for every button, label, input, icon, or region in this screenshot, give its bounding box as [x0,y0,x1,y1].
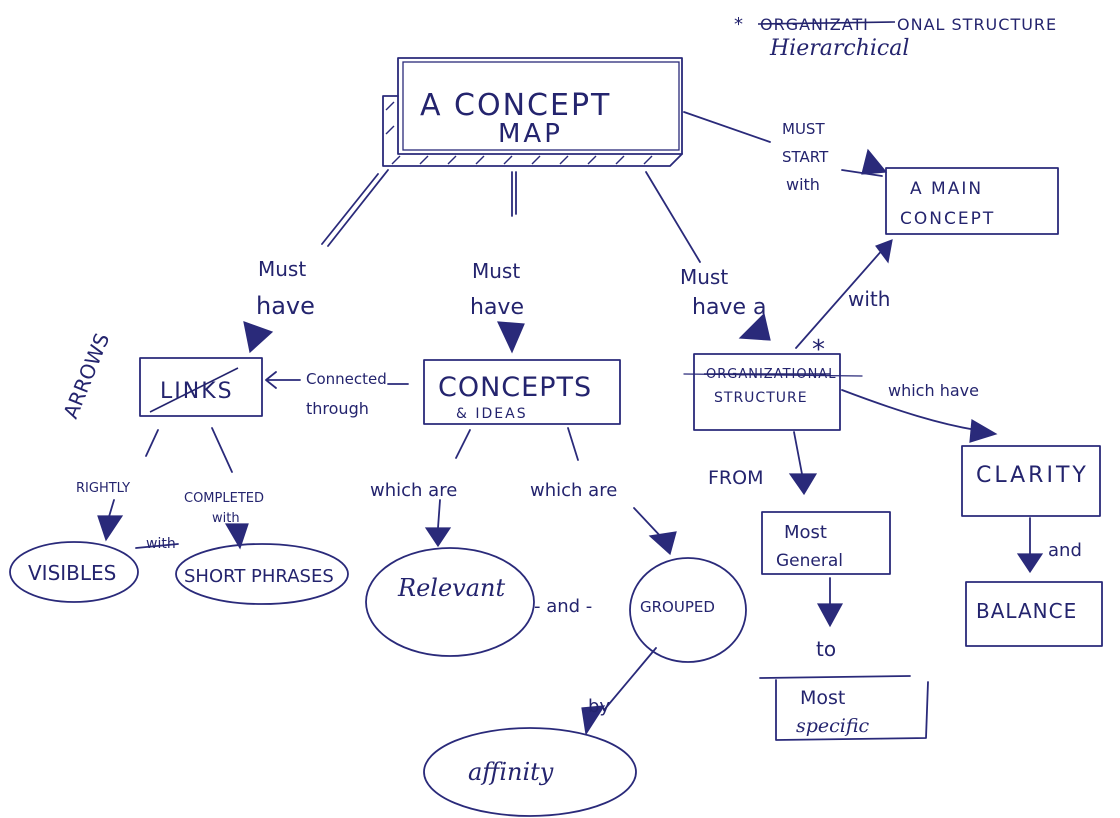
node-affinity: affinity [423,727,637,817]
node-structure-marker: * [812,335,825,365]
arrowhead-balance [1016,553,1044,574]
arrowhead-structure [738,312,771,341]
node-short-phrases-shape [175,543,349,605]
node-most-general: Most General [761,511,891,575]
arrowhead-most-specific [816,603,844,628]
arrowhead-visibles [97,515,124,542]
node-concept-map: A CONCEPT MAP [382,57,683,167]
node-links: LINKS ARROWS [58,330,263,422]
node-visibles: VISIBLES [9,541,139,603]
link-to: to [816,637,836,661]
link-must-start-1: MUST [782,120,825,138]
node-most-general-box [761,511,891,575]
arrowhead-relevant [424,527,452,548]
node-concept-map-hatching [385,101,653,165]
node-relevant-label: Relevant [397,574,505,602]
node-relevant: Relevant [365,547,535,657]
node-concepts-box [423,359,621,425]
node-relevant-shape [365,547,535,657]
node-balance: BALANCE [965,581,1103,647]
arrowhead-grouped [648,531,677,556]
link-rightly: RIGHTLY [76,481,130,496]
node-concept-map-line2: MAP [498,119,563,149]
link-must-start-3: with [786,175,820,194]
node-most-specific-box [759,675,929,741]
node-grouped-label: GROUPED [640,598,715,616]
arrowhead-affinity [581,705,606,736]
link-by: by [588,696,610,717]
node-most-specific: Most specific [759,675,929,741]
node-structure: ORGANIZATIONAL STRUCTURE * [683,335,863,431]
node-balance-label: BALANCE [976,599,1077,623]
node-grouped-shape [629,557,747,663]
node-short-phrases: SHORT PHRASES [175,543,349,605]
node-concepts: CONCEPTS & IDEAS [423,359,621,425]
note-rest: ONAL STRUCTURE [897,15,1057,34]
node-visibles-label: VISIBLES [28,561,116,585]
link-completed-1: COMPLETED [184,491,264,506]
node-concepts-line1: CONCEPTS [438,372,592,403]
node-most-specific-line1: Most [800,687,845,709]
link-completed-2: with [212,511,240,526]
node-visibles-shape [9,541,139,603]
node-balance-box [965,581,1103,647]
node-short-phrases-label: SHORT PHRASES [184,566,334,587]
link-and-mid: - and - [534,596,592,617]
link-must-have-a-1: Must [680,265,728,289]
note-struck-word: ORGANIZATI [760,15,869,34]
node-concept-map-box [397,57,683,155]
node-links-box [139,357,263,417]
node-most-general-line1: Most [784,522,827,543]
link-connected-1: Connected [306,370,387,388]
note-strikethrough [757,21,896,25]
node-concept-map-shadow [382,95,683,167]
arrowhead-most-general [788,473,818,496]
node-links-strike [149,367,239,413]
note-asterisk: * [734,14,743,35]
link-must-start-2: START [782,148,829,166]
node-main-concept-line2: CONCEPT [900,209,995,229]
node-most-general-line2: General [776,551,843,571]
link-must-have-left-2: have [256,292,315,320]
link-which-are-left: which are [370,480,457,501]
link-must-have-center-1: Must [472,259,520,283]
link-must-have-a-2: have a [692,295,766,320]
link-which-have: which have [888,381,979,400]
link-with-small: with [146,536,176,552]
node-concept-map-line1: A CONCEPT [420,88,611,123]
node-links-arrows: ARROWS [58,330,114,422]
link-from: FROM [708,467,763,489]
node-structure-line2: STRUCTURE [714,390,808,406]
node-affinity-label: affinity [468,758,554,786]
link-which-are-right: which are [530,480,617,501]
node-main-concept-line1: A MAIN [910,179,983,199]
link-must-have-left-1: Must [258,257,306,281]
node-links-label: LINKS [160,379,234,404]
arrowhead-main-concept [861,148,888,175]
arrowhead-concepts [497,321,525,354]
link-must-have-center-2: have [470,295,524,320]
arrowhead-short-phrases [224,523,249,550]
arrowhead-with-main [875,239,893,264]
node-clarity-box [961,445,1101,517]
link-and-right: and [1048,540,1082,561]
arrowhead-links [243,321,274,354]
node-affinity-shape [423,727,637,817]
link-connected-2: through [306,399,369,418]
node-main-concept: A MAIN CONCEPT [885,167,1059,235]
link-with-struct: with [848,287,890,311]
arrowhead-connected [265,371,277,389]
node-most-specific-line2: specific [796,715,870,737]
node-clarity: CLARITY [961,445,1101,517]
node-main-concept-box [885,167,1059,235]
arrowhead-clarity [969,419,998,443]
node-clarity-label: CLARITY [976,463,1089,488]
note-hierarchical: Hierarchical [769,36,909,61]
node-structure-box [693,353,841,431]
node-concepts-line2: & IDEAS [456,406,528,422]
structure-note: * ORGANIZATI ONAL STRUCTURE Hierarchical [734,14,1057,61]
node-grouped: GROUPED [629,557,747,663]
